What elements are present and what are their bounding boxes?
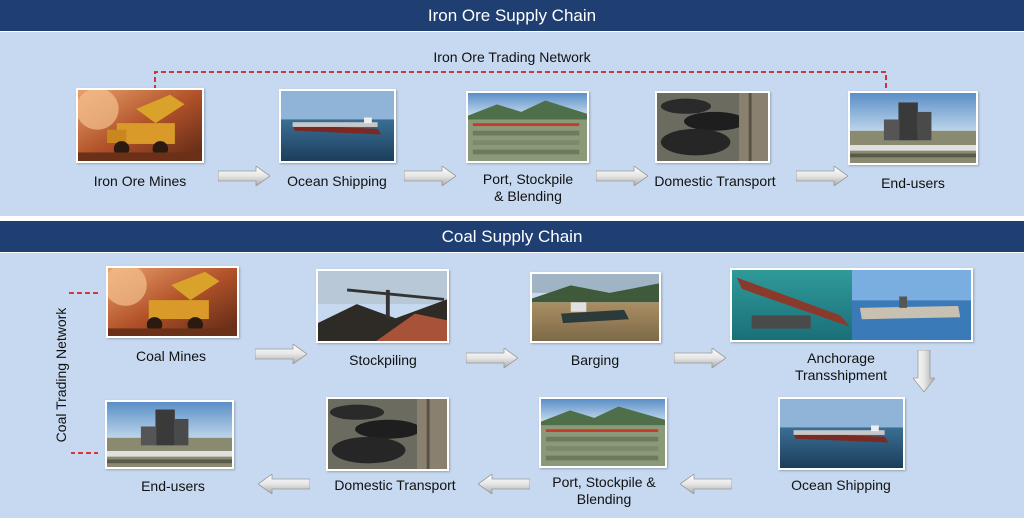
ship-photo	[778, 397, 905, 470]
coal-step-label: Barging	[570, 352, 620, 368]
rail-wagons-photo	[655, 91, 770, 163]
coal-step-label: End-users	[141, 478, 205, 494]
rail-wagons-photo	[326, 397, 449, 471]
iron-ore-title: Iron Ore Supply Chain	[427, 6, 597, 25]
coal-network-line	[67, 292, 98, 454]
flow-arrow-right	[596, 166, 648, 186]
coal-step-label: Stockpiling	[349, 352, 417, 368]
flow-arrow-left	[680, 474, 732, 494]
coal-title: Coal Supply Chain	[441, 227, 583, 246]
port-photo	[466, 91, 589, 163]
coal-header: Coal Supply Chain	[0, 221, 1024, 252]
steel-plant-photo	[848, 91, 978, 165]
coal-step-label: Port, Stockpile & Blending	[552, 474, 656, 507]
iron-ore-step-label: Port, Stockpile & Blending	[482, 171, 574, 204]
flow-arrow-right	[796, 166, 848, 186]
flow-arrow-right	[466, 348, 518, 368]
barge-photo	[530, 272, 661, 343]
stockpile-photo	[316, 269, 449, 343]
transshipment-photo	[730, 268, 973, 342]
coal-step-label: Domestic Transport	[334, 477, 456, 493]
iron-ore-step-label: Iron Ore Mines	[93, 173, 187, 189]
port-photo	[539, 397, 667, 468]
iron-ore-step-label: Ocean Shipping	[287, 173, 387, 189]
mining-truck-photo	[76, 88, 204, 163]
steel-plant-photo	[105, 400, 234, 469]
flow-arrow-left	[258, 474, 310, 494]
iron-ore-network-line	[154, 71, 887, 90]
flow-arrow-right	[255, 344, 307, 364]
iron-ore-step-label: Domestic Transport	[654, 173, 776, 189]
coal-step-label: Coal Mines	[135, 348, 207, 364]
flow-arrow-left	[478, 474, 530, 494]
flow-arrow-right	[218, 166, 270, 186]
flow-arrow-right	[674, 348, 726, 368]
ship-photo	[279, 89, 396, 163]
flow-arrow-right	[404, 166, 456, 186]
iron-ore-network-label: Iron Ore Trading Network	[412, 49, 612, 65]
mining-truck-photo	[106, 266, 239, 338]
iron-ore-header: Iron Ore Supply Chain	[0, 0, 1024, 31]
coal-step-label: Anchorage Transshipment	[794, 350, 888, 383]
flow-arrow-down	[913, 350, 935, 392]
coal-network-label: Coal Trading Network	[53, 295, 71, 455]
iron-ore-step-label: End-users	[881, 175, 945, 191]
coal-step-label: Ocean Shipping	[791, 477, 891, 493]
